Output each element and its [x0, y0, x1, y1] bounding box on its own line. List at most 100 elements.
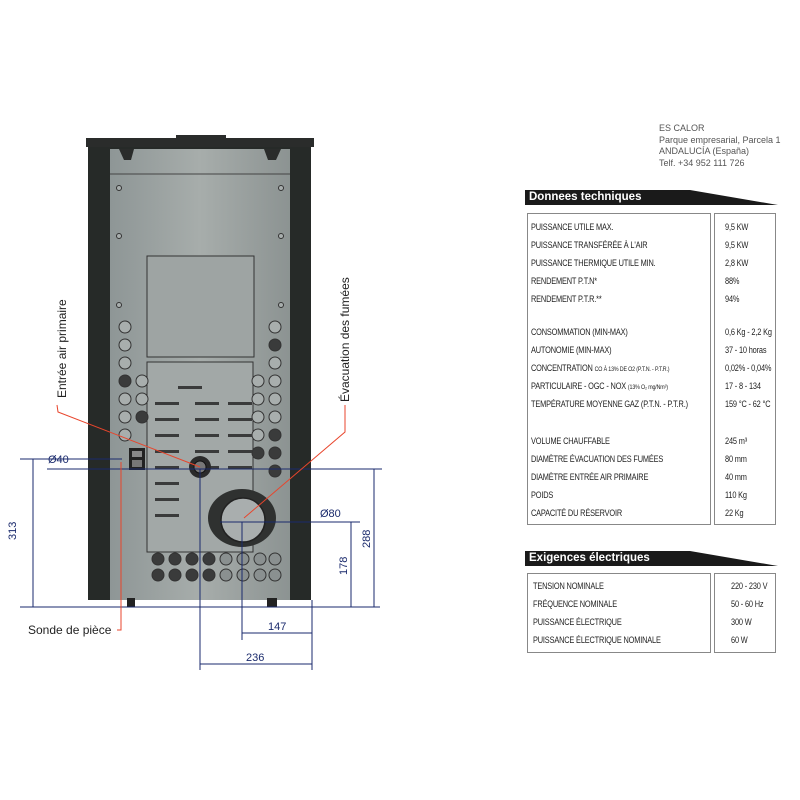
spec-value: 94%: [725, 294, 740, 304]
company-region: ANDALUCÍA (España): [659, 146, 750, 156]
slot: [195, 450, 219, 453]
hole: [251, 446, 265, 460]
slot: [155, 434, 179, 437]
slot: [228, 418, 252, 421]
spec-label: PUISSANCE UTILE MAX.: [531, 222, 614, 232]
tech-title: Donnees techniques: [529, 191, 642, 203]
spec-label-text: AUTONOMIE (MIN-MAX): [531, 345, 612, 355]
hole: [251, 374, 265, 388]
ventilation-holes: [116, 185, 284, 582]
hole: [151, 568, 165, 582]
hole: [185, 568, 199, 582]
elec-value: 220 - 230 V: [731, 581, 768, 591]
spec-value: 80 mm: [725, 454, 747, 464]
spec-label: CONSOMMATION (MIN-MAX): [531, 327, 628, 337]
hole: [268, 464, 282, 478]
spec-label: RENDEMENT P.T.R.**: [531, 294, 602, 304]
hole: [219, 552, 233, 566]
tech-labels-box: [527, 213, 711, 525]
hole: [135, 374, 149, 388]
elec-label: PUISSANCE ÉLECTRIQUE NOMINALE: [533, 635, 661, 645]
hole: [236, 552, 250, 566]
hole: [118, 374, 132, 388]
spec-label-text: RENDEMENT P.T.N*: [531, 276, 598, 286]
spec-label-text: VOLUME CHAUFFABLE: [531, 436, 610, 446]
spec-value: 159 °C - 62 °C: [725, 399, 771, 409]
spec-value: 22 Kg: [725, 508, 744, 518]
elec-header: Exigences électriques: [525, 551, 777, 566]
spec-label: VOLUME CHAUFFABLE: [531, 436, 610, 446]
spec-label-note: (13% O₂ mg/Nm³): [627, 384, 668, 391]
foot-right: [267, 598, 277, 607]
ventilation-slots: [155, 386, 252, 517]
hole: [135, 410, 149, 424]
hole: [251, 410, 265, 424]
slot: [155, 466, 179, 469]
leader-lines: [56, 404, 346, 631]
hole: [268, 392, 282, 406]
elec-value: 60 W: [731, 635, 748, 645]
hole: [268, 320, 282, 334]
hole: [253, 552, 267, 566]
spec-label: AUTONOMIE (MIN-MAX): [531, 345, 612, 355]
spec-label-text: PUISSANCE UTILE MAX.: [531, 222, 614, 232]
hole: [118, 392, 132, 406]
dim-236: 236: [246, 652, 264, 664]
slot: [195, 418, 219, 421]
label-exhaust: Évacuation des fumées: [337, 277, 352, 402]
spec-label: CAPACITÉ DU RÉSERVOIR: [531, 508, 622, 518]
spec-value: 2,8 KW: [725, 258, 749, 268]
hole: [251, 392, 265, 406]
spec-label: PUISSANCE THERMIQUE UTILE MIN.: [531, 258, 656, 268]
slot: [155, 450, 179, 453]
spec-label: PUISSANCE TRANSFÉRÉE À L'AIR: [531, 240, 648, 250]
hole: [118, 428, 132, 442]
spec-value: 9,5 KW: [725, 222, 749, 232]
spec-value: 40 mm: [725, 472, 747, 482]
dim-d40: Ø40: [48, 454, 69, 466]
spec-label: DIAMÈTRE ÉVACUATION DES FUMÉES: [531, 454, 663, 464]
dim-288: 288: [361, 530, 373, 548]
hole: [268, 410, 282, 424]
spec-label: RENDEMENT P.T.N*: [531, 276, 597, 286]
hole: [268, 356, 282, 370]
spec-label-text: POIDS: [531, 490, 554, 500]
elec-title: Exigences électriques: [529, 552, 650, 564]
hole: [268, 568, 282, 582]
tech-header-bar: [525, 190, 778, 205]
company-street: Parque empresarial, Parcela 1: [659, 134, 781, 145]
company-phone: Telf. +34 952 111 726: [659, 157, 745, 168]
hole: [268, 374, 282, 388]
hole: [118, 356, 132, 370]
slot: [195, 434, 219, 437]
slot: [228, 402, 252, 405]
spec-label: PARTICULAIRE - OGC - NOX (13% O₂ mg/Nm³): [531, 381, 668, 391]
spec-value: 37 - 10 horas: [725, 345, 767, 355]
slot: [155, 418, 179, 421]
label-room-probe: Sonde de pièce: [28, 623, 112, 637]
hole: [278, 302, 284, 308]
spec-value: 17 - 8 - 134: [725, 381, 761, 391]
spec-label-text: TEMPÉRATURE MOYENNE GAZ (P.T.N. - P.T.R.…: [531, 399, 688, 409]
hole: [118, 320, 132, 334]
upper-access-panel: [146, 255, 255, 358]
dim-d80: Ø80: [320, 508, 341, 520]
elec-header-bar: [525, 551, 778, 566]
slot: [195, 402, 219, 405]
hole: [268, 552, 282, 566]
slot: [155, 498, 179, 501]
spec-value: 88%: [725, 276, 740, 286]
hole: [116, 185, 122, 191]
stove-top: [86, 138, 314, 147]
spec-label: DIAMÈTRE ENTRÉE AIR PRIMAIRE: [531, 472, 648, 482]
hole: [278, 185, 284, 191]
tech-values-box: [714, 213, 776, 525]
dimension-lines: [20, 458, 382, 670]
dim-147: 147: [268, 621, 286, 633]
hole: [268, 338, 282, 352]
spec-label-text: CAPACITÉ DU RÉSERVOIR: [531, 508, 623, 518]
spec-label-text: PARTICULAIRE - OGC - NOX: [531, 381, 627, 391]
tech-header: Donnees techniques: [525, 190, 777, 205]
spec-label: POIDS: [531, 490, 553, 500]
